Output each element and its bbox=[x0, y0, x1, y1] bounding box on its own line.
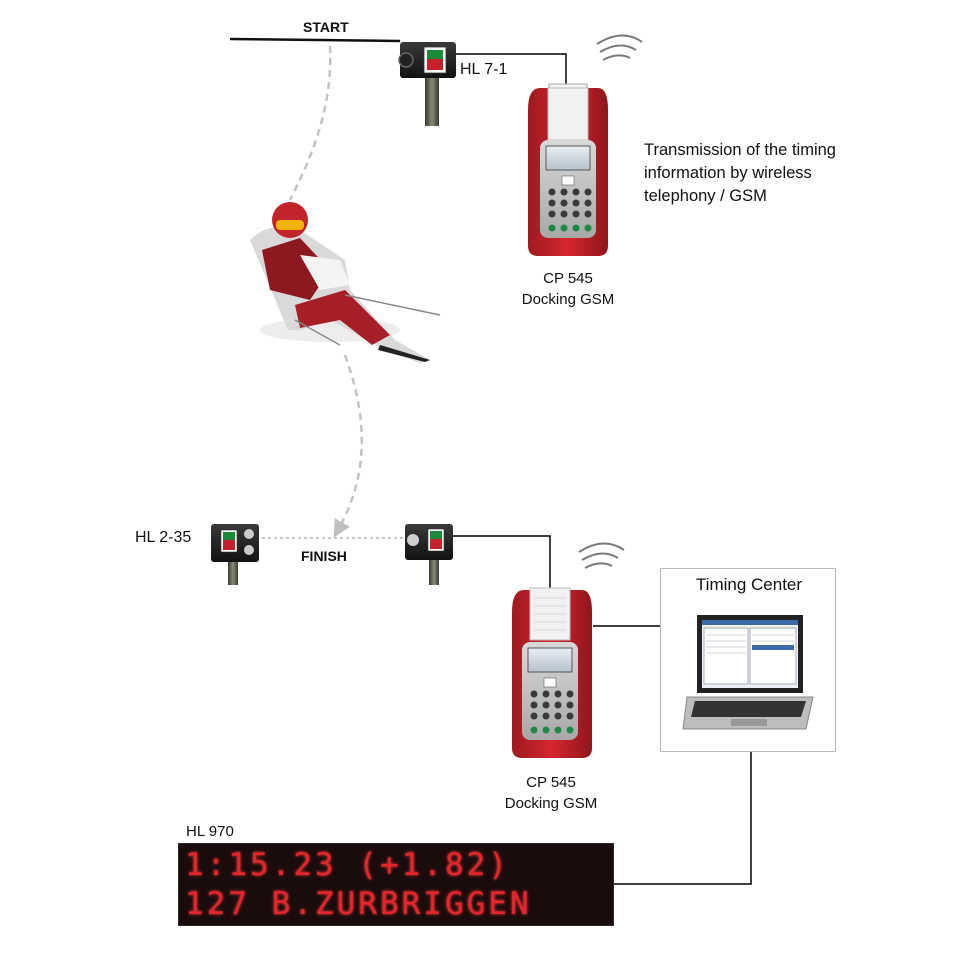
signal-icon bbox=[596, 34, 643, 61]
finish-label: FINISH bbox=[301, 548, 347, 564]
display-label: HL 970 bbox=[186, 823, 234, 840]
printer-top bbox=[528, 83, 608, 256]
signal-icon-bottom bbox=[578, 542, 625, 569]
printer-bottom-label: CP 545 Docking GSM bbox=[491, 772, 611, 814]
transmission-line-3: telephony / GSM bbox=[644, 187, 767, 205]
finish-photocell-right bbox=[405, 524, 453, 585]
printer-bottom-sub: Docking GSM bbox=[504, 795, 598, 812]
transmission-line-2: information by wireless bbox=[644, 164, 812, 182]
skier-image bbox=[250, 202, 441, 363]
start-photocell bbox=[398, 42, 456, 126]
printer-top-model: CP 545 bbox=[543, 270, 593, 287]
printer-top-label: CP 545 Docking GSM bbox=[508, 268, 628, 310]
finish-cell-label: HL 2-35 bbox=[135, 529, 192, 546]
printer-bottom bbox=[512, 587, 592, 758]
start-label: START bbox=[303, 19, 349, 35]
scoreboard-line-2: 127 B.ZURBRIGGEN bbox=[185, 886, 532, 922]
scoreboard-line-1: 1:15.23 (+1.82) bbox=[185, 847, 510, 883]
ski-path bbox=[288, 45, 332, 201]
connector-timing-display bbox=[614, 752, 752, 885]
start-cell-label: HL 7-1 bbox=[460, 61, 508, 78]
connector-finish bbox=[453, 535, 551, 590]
finish-photocell-left bbox=[211, 524, 259, 585]
ski-path-lower bbox=[333, 354, 363, 538]
start-line bbox=[229, 37, 401, 43]
printer-bottom-model: CP 545 bbox=[526, 774, 576, 791]
transmission-text: Transmission of the timing information b… bbox=[644, 139, 836, 208]
timing-center-box: Timing Center bbox=[660, 568, 836, 752]
printer-top-sub: Docking GSM bbox=[521, 291, 615, 308]
timing-center-title: Timing Center bbox=[695, 575, 803, 594]
laptop-icon bbox=[682, 615, 814, 730]
connector-start bbox=[456, 53, 567, 88]
transmission-line-1: Transmission of the timing bbox=[644, 141, 836, 159]
scoreboard-display: 1:15.23 (+1.82) 127 B.ZURBRIGGEN bbox=[178, 843, 614, 926]
